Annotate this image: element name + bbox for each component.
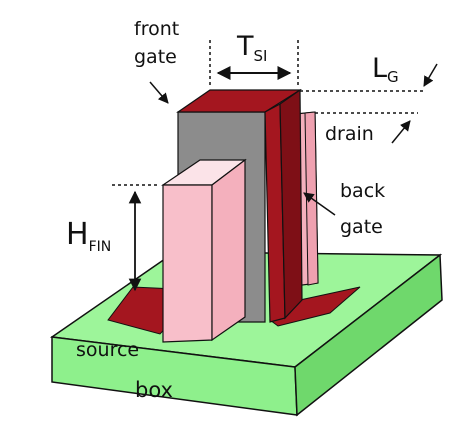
box-side-face: [294, 253, 443, 417]
drain-label: drain: [325, 123, 374, 145]
front-gate-arrow: [149, 81, 169, 104]
back-gate-label-line1: back: [340, 180, 385, 202]
source-fin-side: [211, 158, 246, 342]
lg-subscript: G: [387, 68, 399, 86]
hfin-label: HFIN: [66, 217, 111, 255]
source-fin-front: [162, 184, 213, 343]
lg-arrow-bottom: [391, 120, 411, 144]
hfin-subscript: FIN: [89, 239, 112, 255]
labels: front gate TSI LG drain back gate HFIN s…: [66, 18, 399, 402]
tsi-main: T: [236, 31, 254, 62]
lg-arrow-top: [423, 63, 438, 87]
source-fin: [161, 158, 247, 343]
back-gate-arrow: [303, 192, 336, 216]
dimension-lines: [112, 40, 438, 292]
front-gate-label-line2: gate: [134, 46, 177, 68]
source-label: source: [76, 339, 139, 361]
lg-label: LG: [372, 53, 399, 86]
back-gate-side: [279, 88, 303, 320]
box-label: box: [135, 378, 173, 402]
hfin-main: H: [66, 217, 89, 252]
tsi-subscript: SI: [254, 47, 268, 65]
tsi-label: TSI: [236, 31, 267, 65]
lg-main: L: [372, 53, 387, 84]
front-gate-label-line1: front: [134, 18, 179, 40]
back-gate-label-line2: gate: [340, 216, 383, 238]
